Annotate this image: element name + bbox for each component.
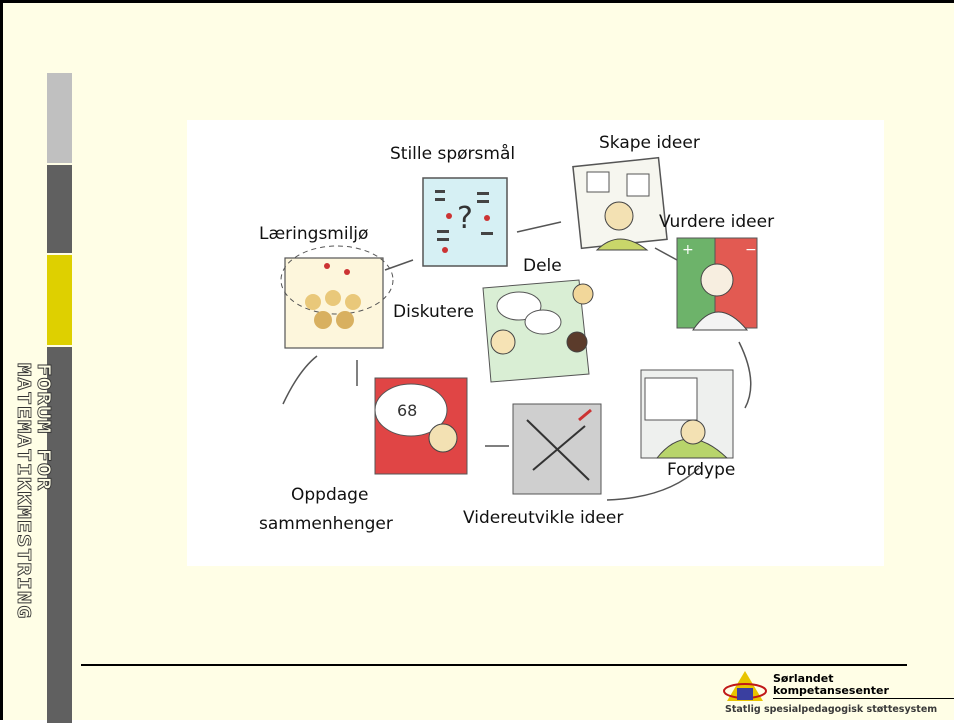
label-stille-sporsmal: Stille spørsmål xyxy=(390,144,516,164)
logo-name-line1: Sørlandet xyxy=(773,672,834,685)
label-vurdere-ideer: Vurdere ideer xyxy=(659,212,775,232)
label-videreutvikle-ideer: Videreutvikle ideer xyxy=(463,508,624,528)
laeringsmiljo-illustration xyxy=(280,245,394,349)
vertical-title: FORUM FOR MATEMATIKKMESTRING xyxy=(11,363,54,713)
logo-underline xyxy=(773,698,954,699)
diagram-illustration: ? + − xyxy=(280,156,758,501)
stille-sporsmal-illustration: ? xyxy=(422,177,508,267)
learning-cycle-diagram: ? + − xyxy=(187,120,884,566)
label-oppdage: Oppdage xyxy=(291,485,369,505)
dele-diskutere-illustration xyxy=(482,279,594,383)
label-fordype: Fordype xyxy=(667,460,736,480)
side-bar-yellow xyxy=(47,255,72,345)
vurdere-ideer-illustration: + − xyxy=(676,237,758,331)
logo-name-line2: kompetansesenter xyxy=(773,684,889,697)
cycle-arrows xyxy=(282,221,752,501)
side-bar-gray xyxy=(47,73,72,163)
logo-emblem-icon xyxy=(723,671,767,701)
logo-tagline: Statlig spesialpedagogisk støttesystem xyxy=(725,704,938,715)
side-bar-dark-long xyxy=(47,347,72,723)
label-dele: Dele xyxy=(523,256,562,276)
skape-ideer-illustration xyxy=(572,156,668,251)
label-diskutere: Diskutere xyxy=(393,302,474,322)
oppdage-illustration: 68 xyxy=(374,377,468,475)
svg-text:?: ? xyxy=(457,201,473,236)
videreutvikle-illustration xyxy=(512,403,602,495)
fordype-illustration xyxy=(640,369,734,459)
sorlandet-logo: Sørlandet kompetansesenter Statlig spesi… xyxy=(723,669,954,723)
svg-text:68: 68 xyxy=(397,401,417,420)
logo-name: Sørlandet kompetansesenter xyxy=(773,673,889,697)
label-laeringsmiljo: Læringsmiljø xyxy=(259,224,369,244)
label-sammenhenger: sammenhenger xyxy=(259,514,393,534)
svg-text:−: − xyxy=(745,242,757,258)
svg-text:+: + xyxy=(682,242,694,258)
vertical-title-text: FORUM FOR MATEMATIKKMESTRING xyxy=(13,363,54,620)
label-skape-ideer: Skape ideer xyxy=(599,133,700,153)
footer-divider xyxy=(81,664,907,666)
side-bar-dark xyxy=(47,165,72,253)
